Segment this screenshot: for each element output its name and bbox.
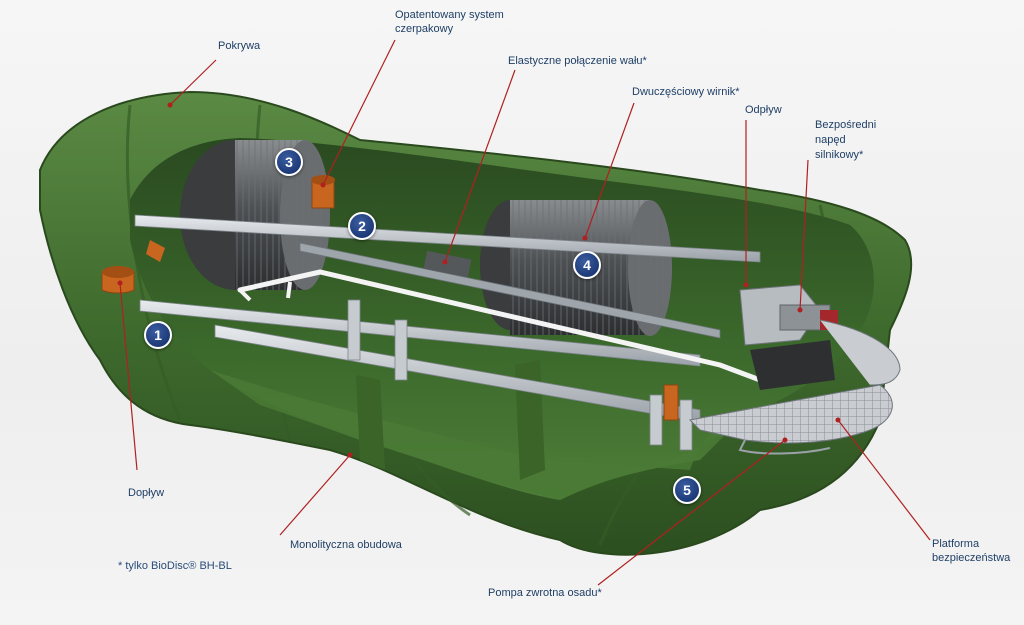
return-pipe (237, 269, 763, 383)
label-system-line2: czerpakowy (395, 23, 454, 35)
label-pompa: Pompa zwrotna osadu* (488, 587, 602, 599)
label-wirnik: Dwuczęściowy wirnik* (632, 86, 740, 98)
badge-2: 2 (348, 212, 376, 240)
label-doplyw: Dopływ (128, 487, 165, 499)
steel-frame (134, 214, 761, 451)
leader-doplyw (119, 282, 138, 471)
leader-naped (799, 159, 809, 311)
badge-4: 4 (573, 251, 601, 279)
label-platforma-line1: Platforma (932, 538, 980, 550)
leader-elastyczne (444, 69, 516, 263)
rotor-drum-left (180, 140, 330, 290)
leader-pompa (597, 439, 786, 586)
return-pipe-branch (238, 281, 292, 302)
leader-system (322, 39, 396, 186)
label-naped-line2: napęd (815, 134, 846, 146)
safety-platform (688, 319, 901, 455)
label-naped-line1: Bezpośredni (815, 119, 877, 131)
leader-dots (117, 102, 841, 458)
shaft-coupling (423, 250, 472, 278)
leader-wirnik (584, 102, 635, 239)
label-platforma-line2: bezpieczeństwa (932, 552, 1011, 564)
orange-pipes (101, 175, 679, 421)
badge-5: 5 (673, 476, 701, 504)
leader-obudowa (279, 454, 351, 536)
badge-3: 3 (275, 148, 303, 176)
label-pokrywa: Pokrywa (218, 40, 261, 52)
footnote: * tylko BioDisc® BH-BL (118, 560, 232, 572)
leader-pokrywa (169, 59, 217, 106)
label-system-line1: Opatentowany system (395, 9, 504, 21)
label-naped-line3: silnikowy* (815, 149, 864, 161)
badge-1: 1 (144, 321, 172, 349)
label-obudowa: Monolityczna obudowa (290, 539, 402, 551)
leader-lines (119, 39, 931, 586)
label-odplyw: Odpływ (745, 104, 782, 116)
main-shaft (299, 242, 721, 339)
label-elastyczne: Elastyczne połączenie wału* (508, 55, 647, 67)
leader-platforma (837, 419, 931, 541)
